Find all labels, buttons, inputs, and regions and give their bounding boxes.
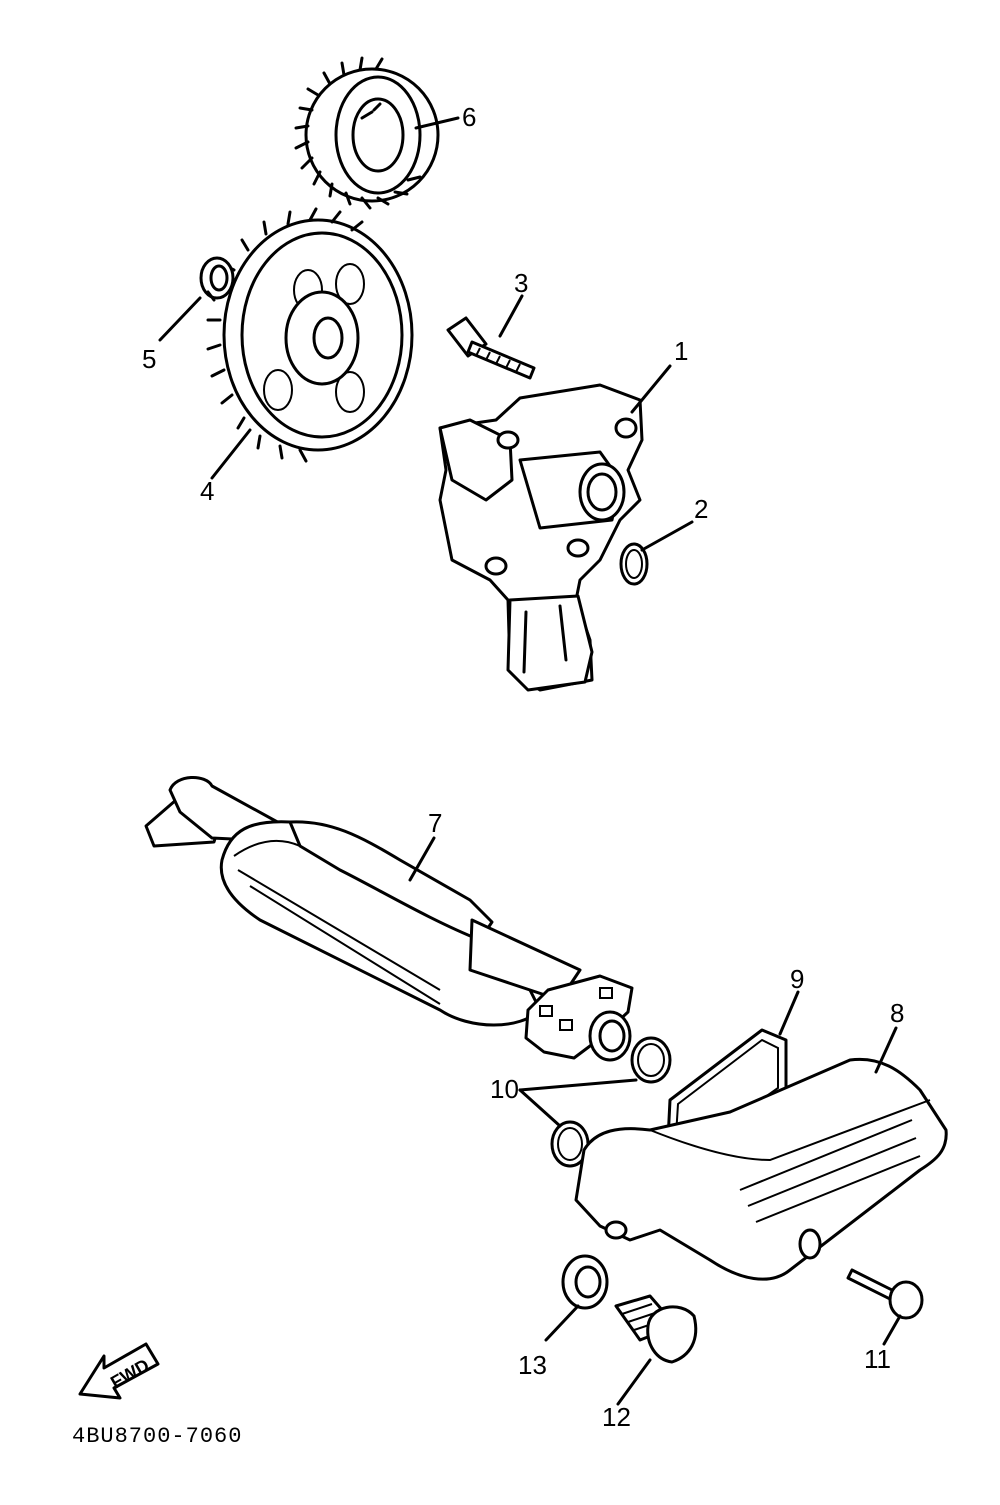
callout-11: 11 [864,1344,891,1374]
part-8-cover [574,1057,948,1281]
callout-12: 12 [602,1402,631,1432]
part-7-strainer [144,776,634,1062]
callout-9: 9 [790,964,804,994]
leader-lines [158,116,902,1406]
callout-6: 6 [462,102,476,132]
callout-4: 4 [200,476,214,506]
part-11-screw [846,1268,924,1320]
part-4-gear [206,207,414,463]
part-1-oil-pump [438,383,644,692]
callout-5: 5 [142,344,156,374]
part-2-o-ring [619,542,649,586]
callout-13: 13 [518,1350,547,1380]
callout-7: 7 [428,808,442,838]
fwd-arrow-icon: FWD [78,1342,160,1400]
part-13-washer [561,1254,609,1310]
part-6-gear [294,56,440,210]
callout-2: 2 [694,494,708,524]
part-10-o-rings [550,1036,672,1168]
part-5-circlip [199,256,235,302]
callout-8: 8 [890,998,904,1028]
part-3-bolt [446,316,536,380]
callout-3: 3 [514,268,528,298]
callout-labels: 1 2 3 4 5 6 7 8 9 10 11 12 13 [142,102,904,1432]
diagram-code: 4BU8700-7060 [72,1424,242,1449]
part-12-drain-plug [614,1294,698,1364]
callout-10: 10 [490,1074,519,1104]
callout-1: 1 [674,336,688,366]
